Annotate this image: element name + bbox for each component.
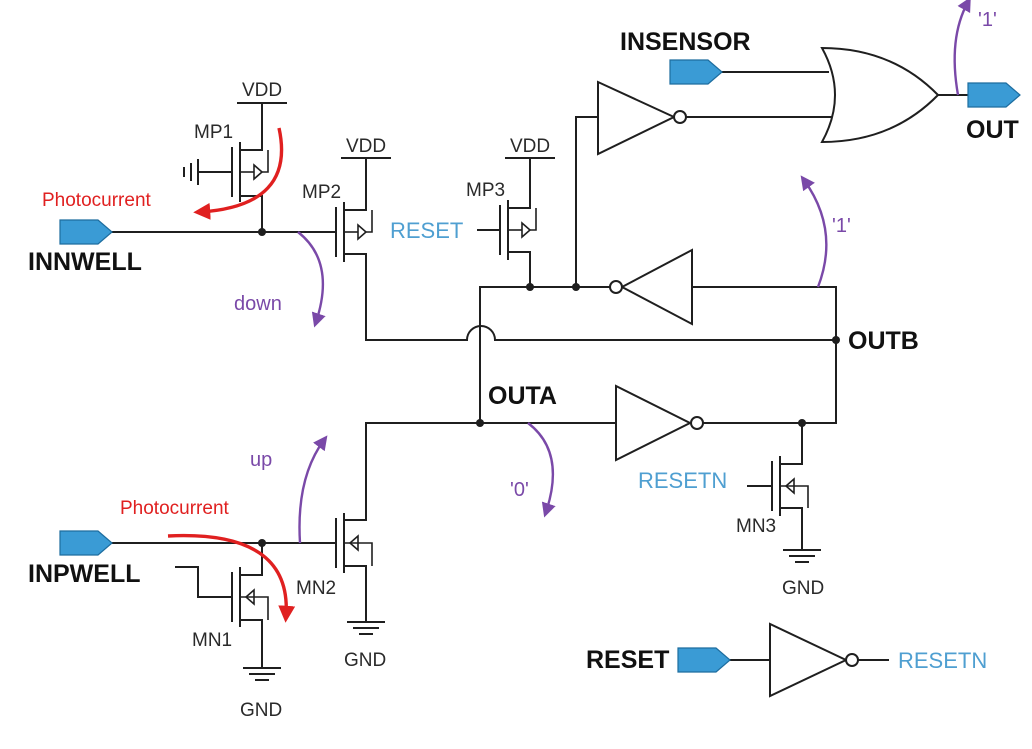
node-label-outb: OUTB (848, 327, 919, 355)
transistor-mp2 (321, 191, 373, 263)
port-shapes (59, 59, 1021, 673)
transistor-label-mp3: MP3 (466, 180, 505, 201)
annotation-up: up (250, 449, 272, 471)
transistor-mn2 (321, 507, 373, 581)
or-gate (820, 46, 940, 144)
vdd-bars (237, 102, 555, 159)
inverter-top (597, 80, 687, 156)
port-label-innwell: INNWELL (28, 248, 142, 276)
annotation-down: down (234, 293, 282, 315)
vdd-label-mp1: VDD (242, 80, 282, 101)
junction-dots (258, 228, 840, 547)
annotation-photocurrent-bottom: Photocurrent (120, 498, 230, 519)
inverter-outa (615, 384, 704, 462)
signal-label-reset-gate: RESET (390, 218, 463, 243)
gnd-symbols (243, 549, 821, 681)
transistor-mp3 (477, 189, 537, 263)
gnd-label-mn1: GND (240, 700, 282, 721)
port-label-insensor: INSENSOR (620, 28, 751, 56)
annotation-outb-value: '1' (832, 215, 851, 237)
annotation-photocurrent-top: Photocurrent (42, 190, 152, 211)
transistor-label-mn1: MN1 (192, 630, 232, 651)
annotation-arrows (167, 0, 971, 623)
annotation-out-value: '1' (978, 9, 997, 31)
port-label-out: OUT (966, 116, 1019, 144)
signal-label-resetn-gate: RESETN (638, 468, 727, 493)
node-label-outa: OUTA (488, 382, 557, 410)
annotation-outa-value: '0' (510, 479, 529, 501)
transistor-mn1 (175, 559, 269, 631)
inverter-feedback (609, 248, 693, 326)
vdd-label-mp2: VDD (346, 136, 386, 157)
transistor-label-mp2: MP2 (302, 182, 341, 203)
transistor-mn3 (747, 451, 809, 521)
port-label-reset: RESET (586, 646, 669, 674)
gnd-label-mn3: GND (782, 578, 824, 599)
transistor-mp1 (183, 137, 269, 211)
inverter-reset (769, 622, 859, 698)
wires (111, 71, 969, 669)
gnd-label-mn2: GND (344, 650, 386, 671)
transistor-label-mp1: MP1 (194, 122, 233, 143)
transistor-label-mn2: MN2 (296, 578, 336, 599)
vdd-label-mp3: VDD (510, 136, 550, 157)
signal-label-resetn-out: RESETN (898, 648, 987, 673)
port-label-inpwell: INPWELL (28, 560, 141, 588)
transistor-label-mn3: MN3 (736, 516, 776, 537)
